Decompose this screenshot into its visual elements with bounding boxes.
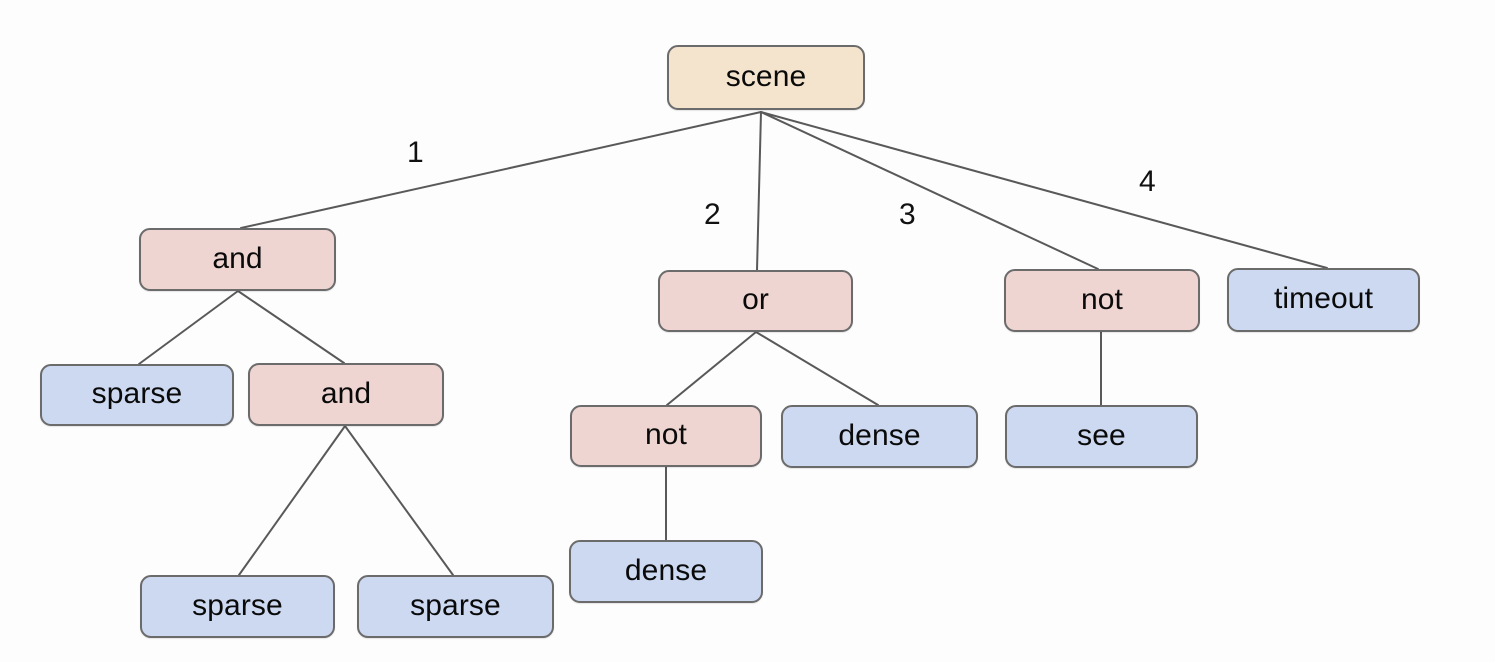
edge-and1-to-sparse1	[138, 290, 239, 365]
edge-scene-to-timeout1	[760, 111, 1328, 269]
edge-scene-to-and1	[240, 111, 762, 229]
edge-and1-to-and2	[237, 290, 345, 364]
node-timeout1[interactable]: timeout	[1227, 268, 1420, 332]
node-label-dense1: dense	[838, 418, 921, 452]
node-and1[interactable]: and	[139, 228, 336, 291]
edge-label-1: 1	[407, 136, 424, 169]
node-scene[interactable]: scene	[667, 45, 865, 110]
node-sparse3[interactable]: sparse	[357, 575, 554, 638]
edge-scene-to-or1	[756, 111, 762, 271]
edge-label-3: 3	[899, 198, 916, 231]
node-label-sparse1: sparse	[91, 377, 183, 410]
edge-label-4: 4	[1139, 165, 1156, 198]
edge-label-2: 2	[704, 198, 721, 231]
node-label-timeout1: timeout	[1273, 282, 1374, 315]
node-dense1[interactable]: dense	[781, 405, 978, 468]
node-label-scene: scene	[725, 59, 807, 93]
node-label-and2: and	[320, 376, 372, 410]
node-and2[interactable]: and	[248, 363, 444, 426]
edge-and2-to-sparse3	[344, 425, 454, 576]
node-dense2[interactable]: dense	[569, 540, 763, 603]
node-label-or1: or	[742, 283, 769, 316]
edge-and2-to-sparse2	[238, 425, 346, 576]
node-label-not1: not	[1080, 282, 1123, 316]
node-not1[interactable]: not	[1004, 269, 1200, 332]
node-see1[interactable]: see	[1005, 405, 1198, 468]
node-label-sparse3: sparse	[410, 588, 501, 622]
edge-scene-to-not1	[760, 111, 1099, 270]
node-label-see1: see	[1077, 418, 1126, 452]
node-label-not2: not	[644, 418, 687, 451]
node-label-sparse2: sparse	[192, 588, 283, 622]
node-not2[interactable]: not	[570, 405, 762, 467]
edge-or1-to-not2	[666, 331, 757, 406]
edge-or1-to-dense1	[755, 331, 879, 406]
node-sparse1[interactable]: sparse	[40, 364, 234, 426]
node-sparse2[interactable]: sparse	[140, 575, 335, 638]
node-label-and1: and	[212, 241, 263, 275]
node-or1[interactable]: or	[658, 270, 853, 332]
node-label-dense2: dense	[624, 553, 708, 587]
